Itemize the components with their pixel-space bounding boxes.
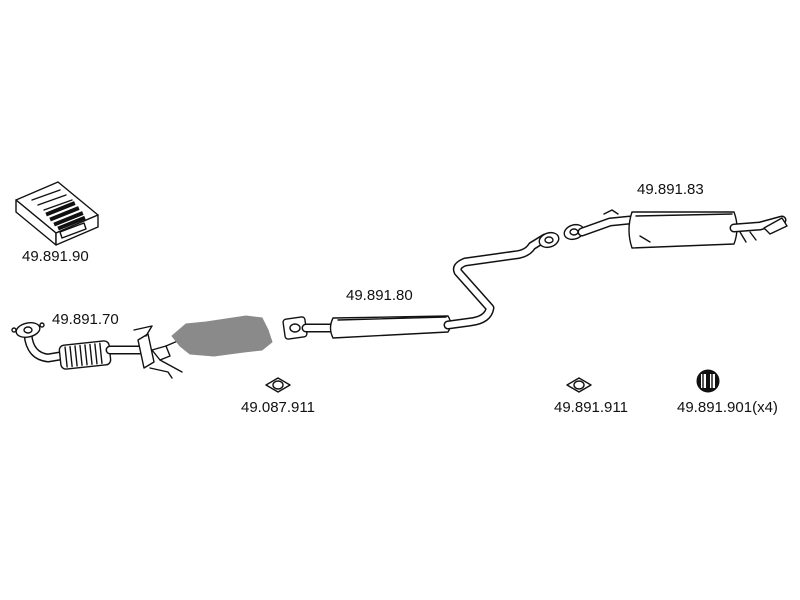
front-pipe-icon[interactable] (11, 321, 183, 379)
mounting-kit-box-icon[interactable] (15, 181, 99, 246)
middle-gasket-icon[interactable] (566, 377, 592, 393)
rear-silencer-code: 49.891.83 (637, 181, 704, 198)
front-gasket-code: 49.087.911 (241, 399, 315, 416)
front-pipe-code: 49.891.70 (52, 311, 119, 328)
middle-gasket-code: 49.891.911 (554, 399, 628, 416)
middle-silencer-icon[interactable] (282, 230, 561, 340)
rubber-mount-code: 49.891.901(x4) (677, 399, 778, 416)
front-gasket-icon[interactable] (265, 377, 291, 393)
mounting-kit-code: 49.891.90 (22, 248, 89, 265)
rubber-mount-icon[interactable] (696, 369, 720, 393)
rear-silencer-icon[interactable] (562, 209, 788, 249)
middle-silencer-code: 49.891.80 (346, 287, 413, 304)
catalytic-converter-icon[interactable] (171, 315, 273, 357)
